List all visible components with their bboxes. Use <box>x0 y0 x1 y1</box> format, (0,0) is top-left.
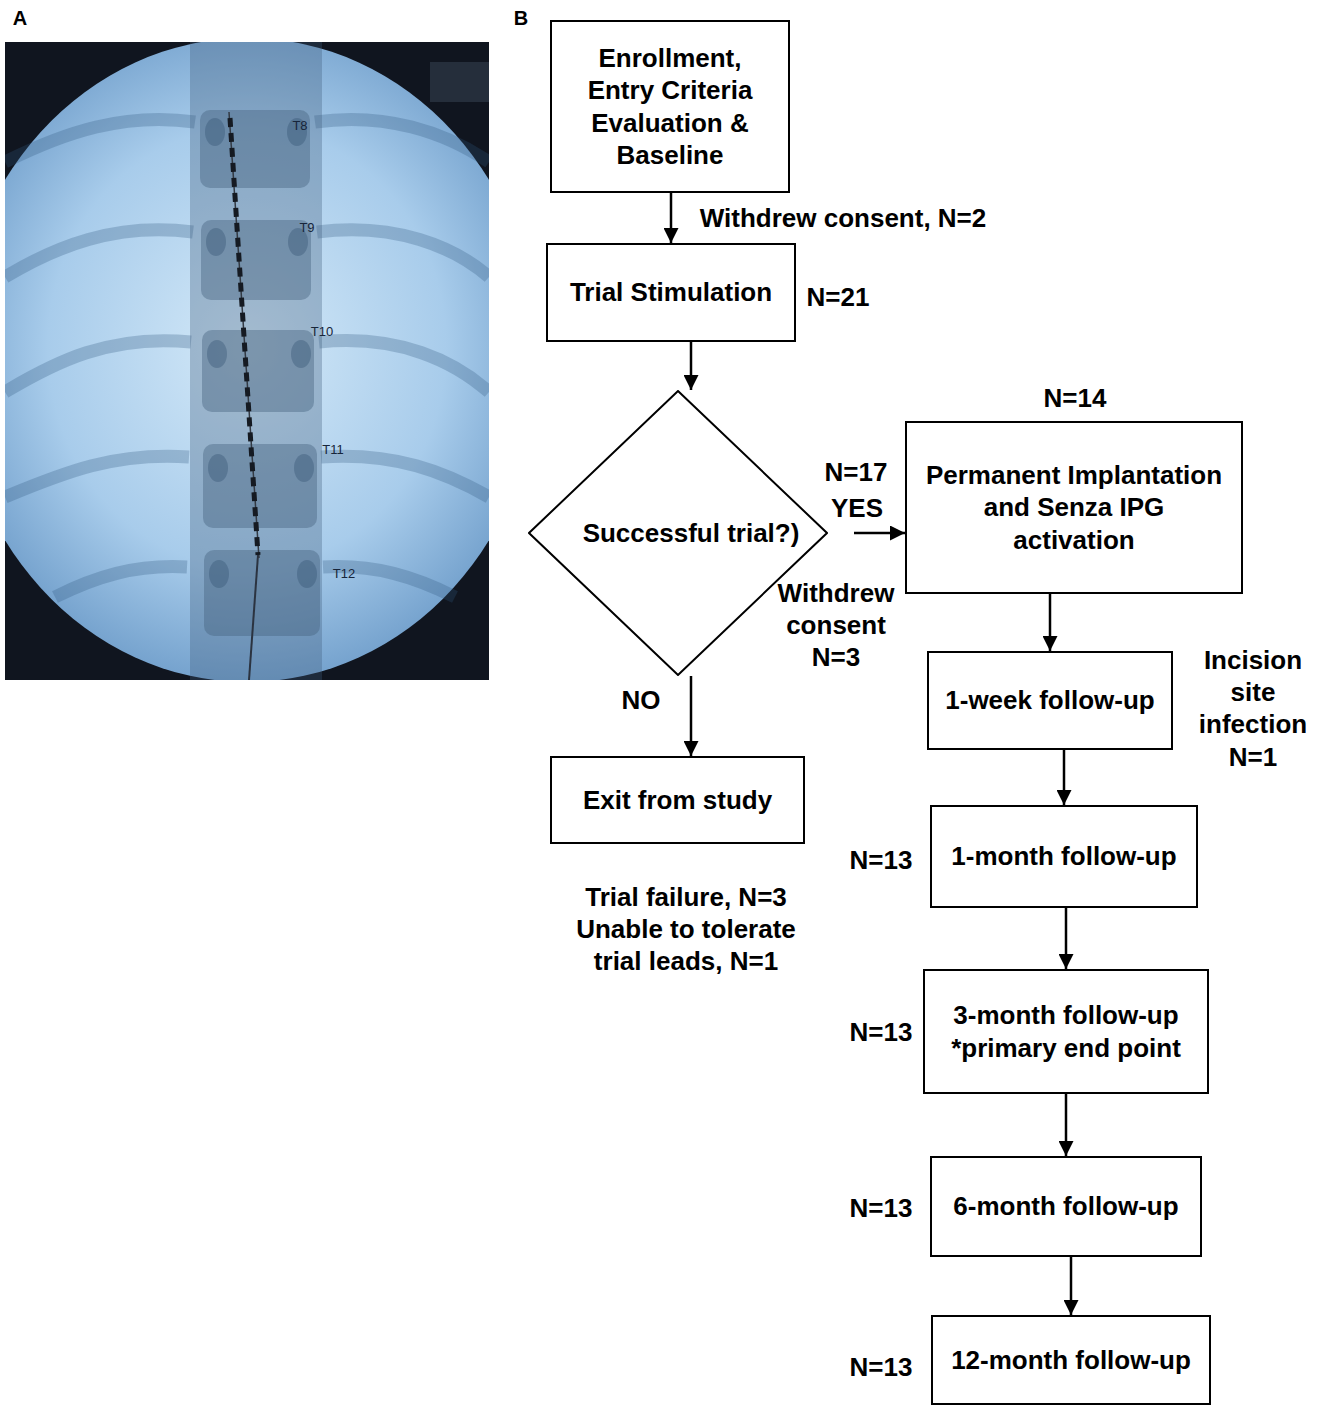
count-label: N=13 <box>850 1016 913 1048</box>
lead-tail <box>249 555 258 680</box>
node-text: Enrollment, Entry Criteria Evaluation & … <box>570 42 770 171</box>
count-label: N=13 <box>850 844 913 876</box>
flow-arrow <box>1049 594 1052 651</box>
count-label: N=21 <box>807 281 870 313</box>
node-text: Exit from study <box>583 784 772 816</box>
process-box: Permanent Implantation and Senza IPG act… <box>905 421 1243 594</box>
edge-label: YES <box>831 492 883 524</box>
count-label: N=13 <box>850 1351 913 1383</box>
node-text: *primary end point <box>951 1032 1181 1064</box>
process-box: Enrollment, Entry Criteria Evaluation & … <box>550 20 790 193</box>
flow-arrow <box>690 342 693 390</box>
flow-arrow <box>1065 908 1068 969</box>
flow-arrow <box>1070 1257 1073 1315</box>
vertebra-label: T9 <box>299 220 314 236</box>
image-marker <box>430 62 489 102</box>
spinal-column <box>190 42 322 680</box>
followup-box: 1-month follow-up <box>930 805 1198 908</box>
process-box: Trial Stimulation <box>546 243 796 342</box>
count-label: N=13 <box>850 1192 913 1224</box>
node-text: 3-month follow-up <box>953 999 1178 1031</box>
node-text: Trial Stimulation <box>570 276 772 308</box>
flow-arrow <box>1063 750 1066 805</box>
vertebrae <box>200 110 320 636</box>
count-label: N=14 <box>1044 382 1107 414</box>
exit-note: Unable to tolerate trial leads, N=1 <box>566 913 806 977</box>
edge-label: Withdrew consent, N=2 <box>700 202 987 234</box>
panel-letter: A <box>13 6 27 31</box>
vertebra-label: T10 <box>311 324 333 340</box>
fluoroscopy-field <box>5 42 489 680</box>
fluoroscopy-image <box>5 42 489 680</box>
dropout-note: Incision site infection N=1 <box>1193 644 1313 773</box>
followup-box: 12-month follow-up <box>931 1315 1211 1405</box>
panel-letter: B <box>514 6 528 31</box>
vertebra-label: T8 <box>292 118 307 134</box>
dropout-note: Withdrew consent N=3 <box>771 577 901 674</box>
node-text: Permanent Implantation and Senza IPG act… <box>923 459 1225 556</box>
node-text: 1-week follow-up <box>945 684 1154 716</box>
followup-box: 1-week follow-up <box>927 651 1173 750</box>
node-text: 12-month follow-up <box>951 1344 1191 1376</box>
flow-arrow <box>1065 1094 1068 1156</box>
exit-note: Trial failure, N=3 <box>585 881 787 913</box>
node-text: 6-month follow-up <box>953 1190 1178 1222</box>
node-text: Successful trial?) <box>583 517 800 549</box>
node-text: 1-month follow-up <box>951 840 1176 872</box>
exit-box: Exit from study <box>550 756 805 844</box>
vertebra-label: T11 <box>322 442 343 458</box>
edge-label: NO <box>622 684 661 716</box>
lead-contacts <box>230 118 258 555</box>
followup-box: 3-month follow-up*primary end point <box>923 969 1209 1094</box>
diamond-shape <box>529 391 827 675</box>
flow-arrow <box>854 532 905 535</box>
flow-arrow <box>670 193 673 243</box>
count-label: N=17 <box>825 456 888 488</box>
vertebra-label: T12 <box>333 566 355 582</box>
followup-box: 6-month follow-up <box>930 1156 1202 1257</box>
lead-wire <box>229 112 259 558</box>
pedicles <box>205 118 317 588</box>
flow-arrow <box>690 676 693 756</box>
